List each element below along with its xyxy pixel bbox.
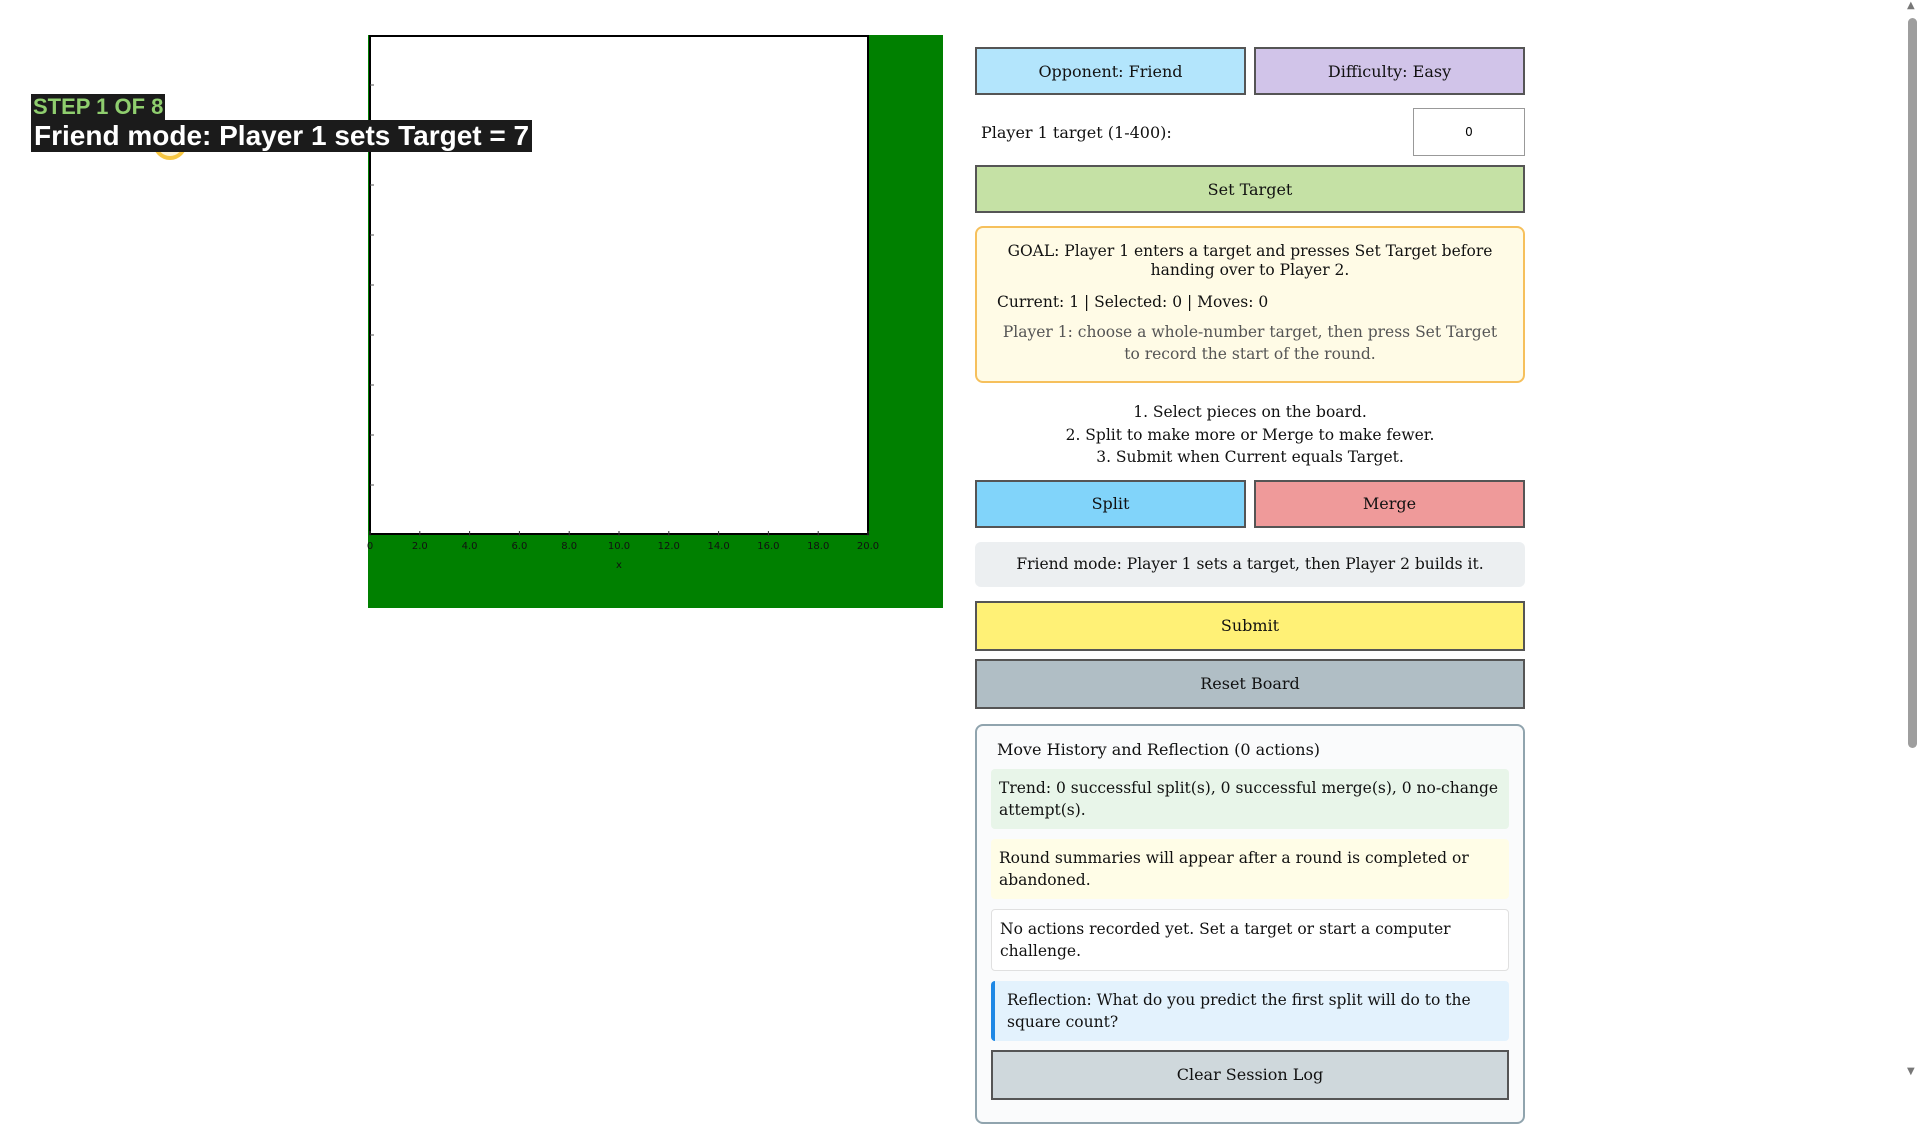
step-counter: STEP 1 OF 8	[31, 94, 166, 120]
x-tick-label: 16.0	[757, 541, 779, 552]
x-tick-label: 2.0	[412, 541, 428, 552]
x-tick-label: 8.0	[561, 541, 577, 552]
mode-message: Friend mode: Player 1 sets a target, the…	[975, 541, 1525, 587]
history-title: Move History and Reflection (0 actions)	[997, 739, 1321, 759]
scroll-thumb[interactable]	[1908, 18, 1917, 748]
x-tick-label: 4.0	[462, 541, 478, 552]
instruction-step: 1. Select pieces on the board.	[1133, 403, 1367, 421]
trend-card: Trend: 0 successful split(s), 0 successf…	[991, 768, 1509, 829]
x-tick-label: 14.0	[707, 541, 729, 552]
difficulty-button[interactable]: Difficulty: Easy	[1254, 47, 1525, 95]
reflection-card: Reflection: What do you predict the firs…	[991, 980, 1509, 1041]
board-plot-area[interactable]	[369, 35, 869, 535]
x-tick-label: 6.0	[511, 541, 527, 552]
no-actions-card: No actions recorded yet. Set a target or…	[991, 908, 1509, 971]
round-summary-card: Round summaries will appear after a roun…	[991, 838, 1509, 899]
x-tick-label: 20.0	[857, 541, 879, 552]
goal-box: GOAL: Player 1 enters a target and press…	[975, 226, 1525, 383]
set-target-button[interactable]: Set Target	[975, 165, 1525, 213]
submit-button[interactable]: Submit	[975, 600, 1525, 651]
goal-status: Current: 1 | Selected: 0 | Moves: 0	[997, 293, 1269, 311]
x-tick-label: 12.0	[658, 541, 680, 552]
instructions: 1. Select pieces on the board. 2. Split …	[975, 401, 1525, 469]
step-title: Friend mode: Player 1 sets Target = 7	[31, 120, 533, 152]
tutorial-overlay: STEP 1 OF 8 Friend mode: Player 1 sets T…	[31, 94, 533, 152]
page-scrollbar[interactable]: ▲ ▼	[1904, 0, 1920, 1080]
x-tick-label: 18.0	[807, 541, 829, 552]
controls-panel: Opponent: Friend Difficulty: Easy Player…	[975, 47, 1525, 1124]
clear-session-log-button[interactable]: Clear Session Log	[991, 1049, 1509, 1100]
instruction-step: 3. Submit when Current equals Target.	[1096, 448, 1404, 466]
instruction-step: 2. Split to make more or Merge to make f…	[1065, 425, 1435, 444]
target-row: Player 1 target (1-400):	[975, 108, 1525, 156]
goal-hint: Player 1: choose a whole-number target, …	[1002, 323, 1498, 363]
scroll-up-icon[interactable]: ▲	[1907, 0, 1915, 11]
board-axes: 0 2.0 4.0 6.0 8.0 10.0 12.0 14.0 16.0 18.0 20.0 x	[367, 84, 879, 571]
target-input[interactable]	[1413, 108, 1525, 156]
reset-board-button[interactable]: Reset Board	[975, 658, 1525, 709]
goal-text: GOAL: Player 1 enters a target and press…	[1007, 242, 1493, 279]
scroll-down-icon[interactable]: ▼	[1907, 1066, 1915, 1077]
move-history-panel: Move History and Reflection (0 actions) …	[975, 723, 1525, 1124]
x-axis-label: x	[616, 560, 622, 571]
target-label: Player 1 target (1-400):	[981, 122, 1172, 142]
x-tick-label: 10.0	[608, 541, 630, 552]
merge-button[interactable]: Merge	[1254, 479, 1525, 528]
x-tick-label: 0	[367, 541, 373, 552]
split-button[interactable]: Split	[975, 479, 1246, 528]
opponent-button[interactable]: Opponent: Friend	[975, 47, 1246, 95]
game-board[interactable]: 0 2.0 4.0 6.0 8.0 10.0 12.0 14.0 16.0 18.0 20.0 x	[367, 35, 943, 608]
